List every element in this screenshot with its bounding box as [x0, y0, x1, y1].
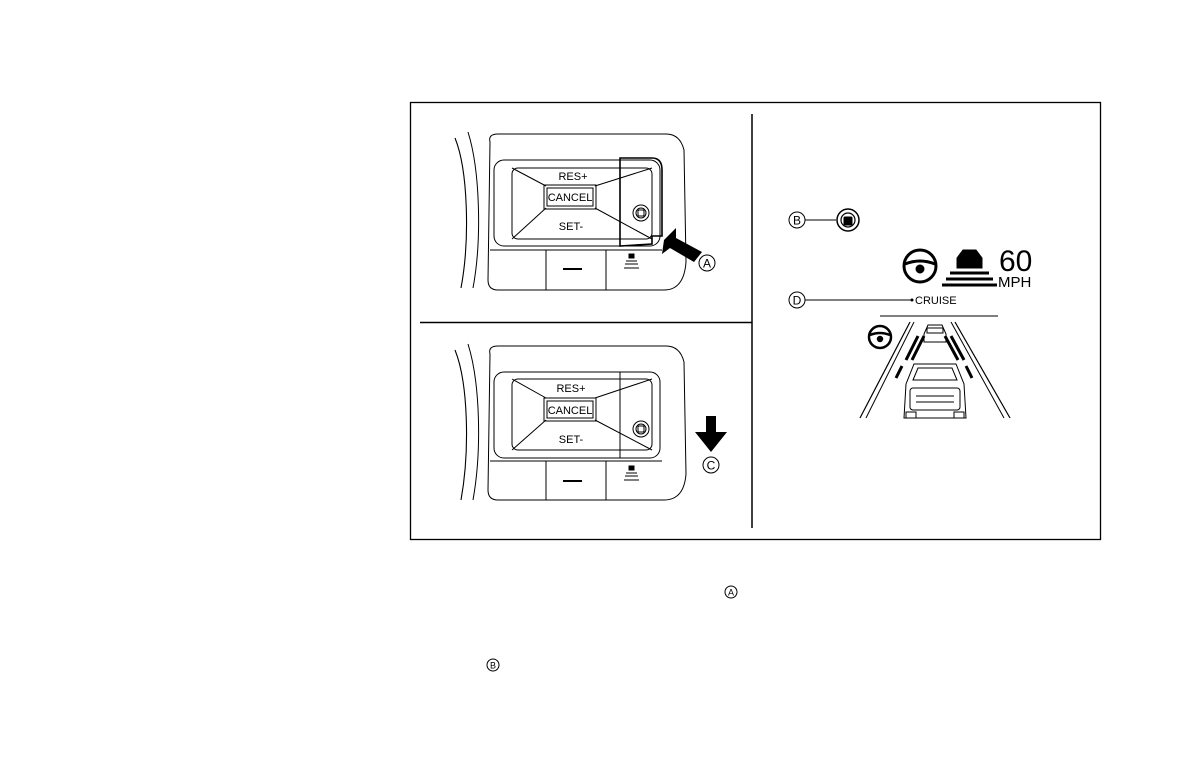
lead-vehicle-icon: [924, 325, 946, 342]
svg-text:A: A: [728, 588, 734, 598]
svg-text:A: A: [703, 257, 711, 271]
callout-d: D: [789, 292, 805, 308]
own-vehicle-icon: [904, 364, 966, 418]
steering-switch-top: [455, 132, 686, 290]
res-label-top: RES+: [558, 171, 587, 183]
set-label-top: SET-: [559, 221, 584, 233]
lane-icon-bottom: [624, 466, 639, 480]
lane-icon-top: [624, 254, 639, 268]
caption-callout-b: B: [487, 659, 499, 671]
cruise-button-icon-top: [633, 205, 649, 221]
res-label-bottom: RES+: [556, 383, 585, 395]
svg-text:B: B: [793, 214, 801, 228]
cruise-indicator-icon: [837, 209, 859, 231]
figure-frame: [411, 103, 1101, 540]
set-label-bottom: SET-: [559, 434, 584, 446]
down-arrow-icon: [695, 416, 727, 452]
callout-c: C: [703, 457, 719, 473]
set-speed-unit: MPH: [998, 274, 1031, 291]
steering-wheel-small-icon: [869, 326, 891, 348]
vehicle-ahead-icon: [942, 250, 997, 285]
cruise-mode-label: CRUISE: [915, 295, 957, 307]
caption-callout-a: A: [725, 586, 737, 598]
cruise-button-icon-bottom: [633, 421, 649, 437]
callout-b: B: [789, 212, 805, 228]
steering-wheel-icon: [904, 250, 936, 282]
cancel-label-bottom: CANCEL: [548, 405, 593, 417]
svg-text:C: C: [707, 459, 716, 473]
cancel-label-top: CANCEL: [548, 192, 593, 204]
svg-text:D: D: [793, 294, 802, 308]
steering-switch-bottom: [455, 344, 686, 500]
callout-a: A: [699, 255, 715, 271]
press-arrow-icon: [662, 228, 702, 262]
road-perspective-graphic: [860, 322, 1010, 418]
svg-text:B: B: [490, 661, 496, 671]
